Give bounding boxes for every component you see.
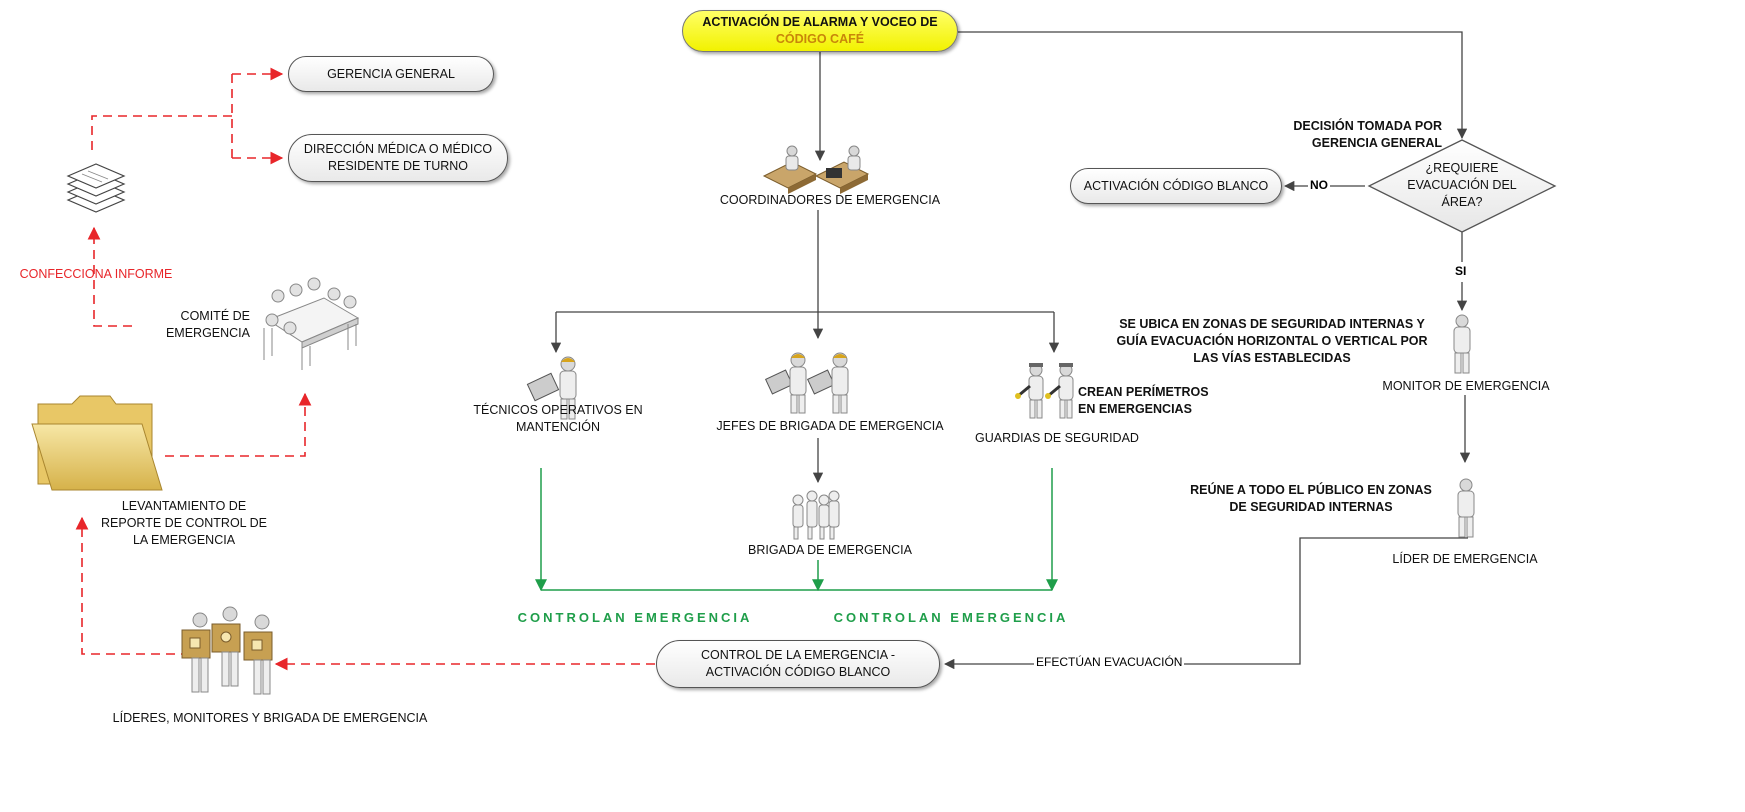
leaders-group-icon xyxy=(181,606,273,695)
gerencia-label: GERENCIA GENERAL xyxy=(327,66,455,81)
start-line-1: ACTIVACIÓN DE ALARMA Y VOCEO DE xyxy=(702,15,938,29)
brigade-chiefs-label: JEFES DE BRIGADA DE EMERGENCIA xyxy=(716,419,944,433)
documents-icon xyxy=(66,163,126,213)
leaders-group-label: LÍDERES, MONITORES Y BRIGADA DE EMERGENC… xyxy=(112,711,428,725)
committee-label: COMITÉ DE EMERGENCIA xyxy=(165,309,250,340)
coordinators-icon xyxy=(762,145,870,194)
evacuation-label: EFECTÚAN EVACUACIÓN xyxy=(1034,655,1185,669)
decision-si-label: SI xyxy=(1453,264,1469,278)
coordinators-label: COORDINADORES DE EMERGENCIA xyxy=(719,193,941,207)
guards-note: CREAN PERÍMETROS EN EMERGENCIAS xyxy=(1078,385,1209,416)
leader-label: LÍDER DE EMERGENCIA xyxy=(1392,552,1538,566)
start-line-2: CÓDIGO CAFÉ xyxy=(775,32,865,46)
leader-note: REÚNE A TODO EL PÚBLICO EN ZONAS DE SEGU… xyxy=(1190,483,1432,514)
direccion-node: DIRECCIÓN MÉDICA O MÉDICO RESIDENTE DE T… xyxy=(288,134,508,182)
codigo-blanco-node: ACTIVACIÓN CÓDIGO BLANCO xyxy=(1070,168,1282,204)
decision-note: DECISIÓN TOMADA POR GERENCIA GENERAL xyxy=(1293,119,1442,150)
monitor-note: SE UBICA EN ZONAS DE SEGURIDAD INTERNAS … xyxy=(1116,317,1428,365)
controlan-right-label: CONTROLAN EMERGENCIA xyxy=(833,610,1069,625)
brigade-label: BRIGADA DE EMERGENCIA xyxy=(748,543,912,557)
control-label: CONTROL DE LA EMERGENCIA - ACTIVACIÓN CÓ… xyxy=(700,648,896,679)
gerencia-node: GERENCIA GENERAL xyxy=(288,56,494,92)
informe-label: CONFECCIONA INFORME xyxy=(19,267,173,281)
technician-icon xyxy=(526,356,577,420)
start-node: ACTIVACIÓN DE ALARMA Y VOCEO DE CÓDIGO C… xyxy=(682,10,958,52)
brigade-group-icon xyxy=(792,490,840,540)
red-dashed-connectors xyxy=(75,67,655,671)
decision-no-label: NO xyxy=(1308,178,1330,192)
controlan-left-label: CONTROLAN EMERGENCIA xyxy=(517,610,753,625)
folder-icon xyxy=(31,395,163,491)
leader-icon xyxy=(1457,478,1475,538)
green-connectors xyxy=(535,468,1058,592)
decision-diamond xyxy=(1367,139,1557,233)
brigade-chiefs-icon xyxy=(764,352,849,414)
codigo-blanco-label: ACTIVACIÓN CÓDIGO BLANCO xyxy=(1083,178,1269,193)
control-node: CONTROL DE LA EMERGENCIA - ACTIVACIÓN CÓ… xyxy=(656,640,940,688)
security-guards-icon xyxy=(1015,363,1074,419)
direccion-label: DIRECCIÓN MÉDICA O MÉDICO RESIDENTE DE T… xyxy=(303,142,493,173)
report-label: LEVANTAMIENTO DE REPORTE DE CONTROL DE L… xyxy=(101,499,267,547)
committee-icon xyxy=(263,277,360,370)
decision-question: ¿REQUIERE EVACUACIÓN DEL ÁREA? xyxy=(1407,161,1517,209)
monitor-label: MONITOR DE EMERGENCIA xyxy=(1382,379,1550,393)
technicians-label: TÉCNICOS OPERATIVOS EN MANTENCIÓN xyxy=(473,403,643,434)
monitor-icon xyxy=(1453,314,1471,374)
guards-label: GUARDIAS DE SEGURIDAD xyxy=(975,431,1139,445)
